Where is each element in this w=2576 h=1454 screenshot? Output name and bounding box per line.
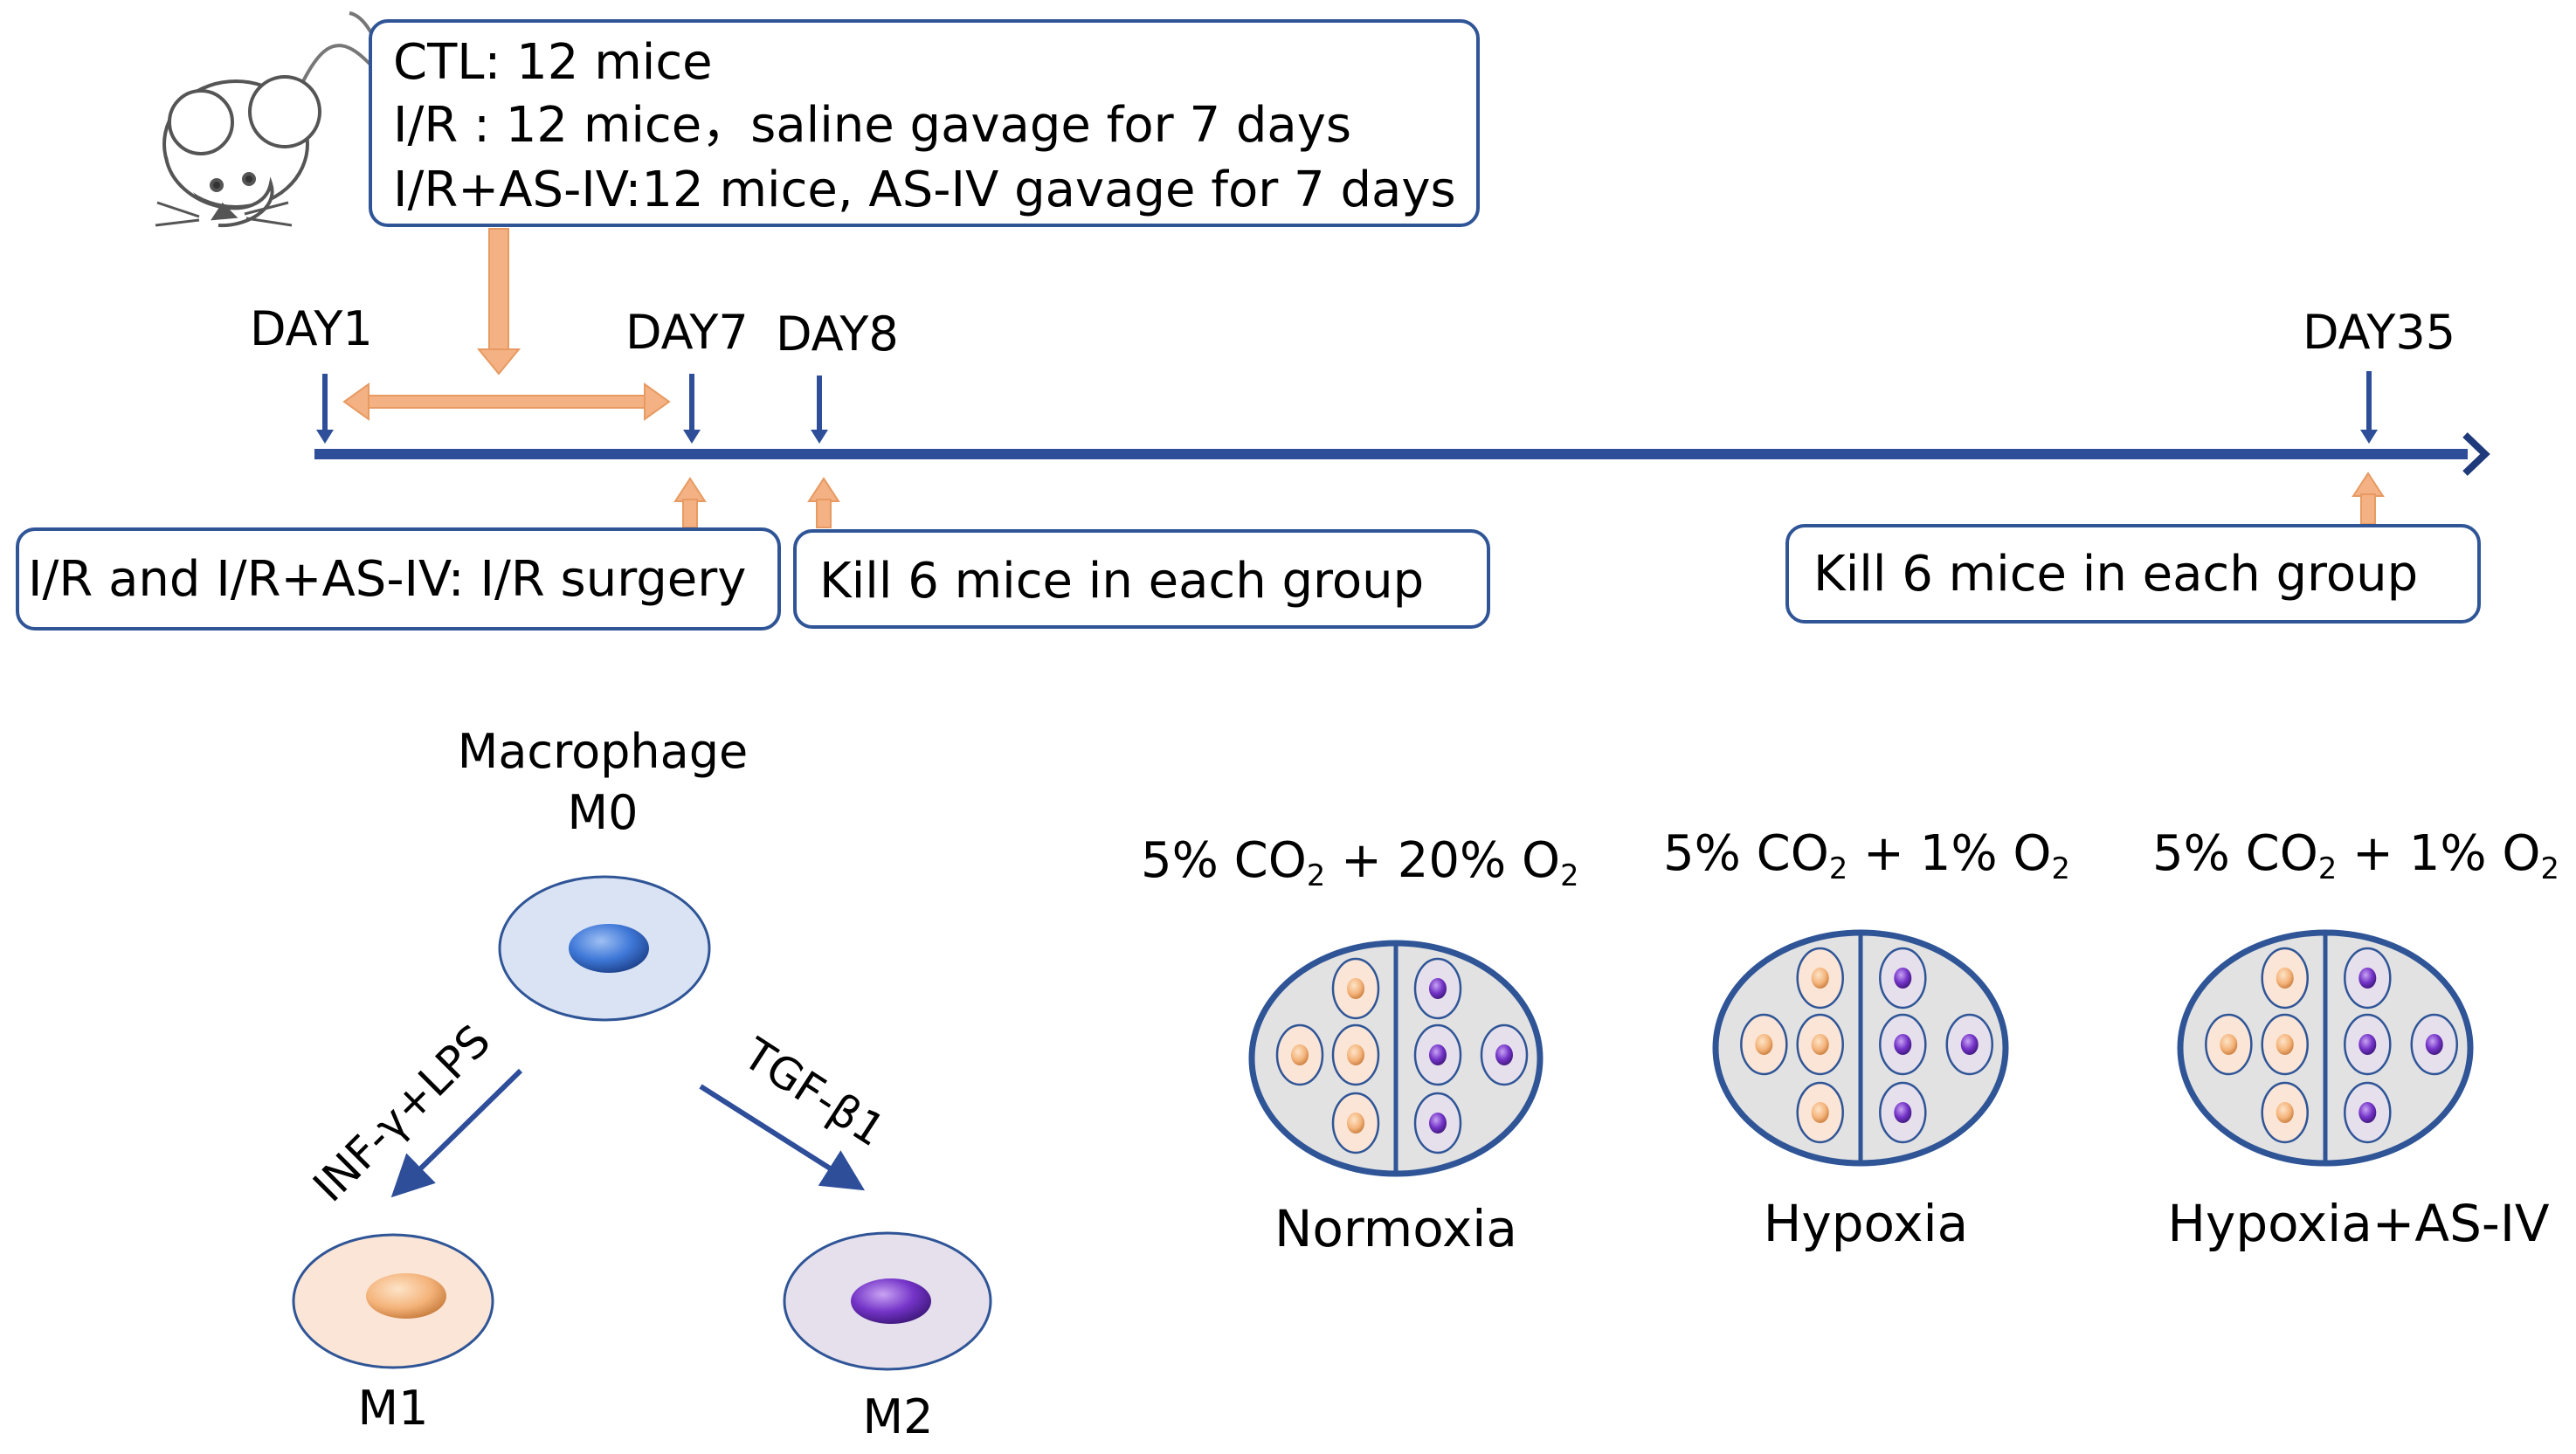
m1-label: M1 [357, 1381, 429, 1436]
group-protocol-box: CTL: 12 mice I/R : 12 mice，saline gavage… [369, 19, 1480, 227]
condition-normoxia-gas: 5% CO2 + 20% O2 [1141, 837, 1578, 891]
m2-differentiation-arrow [699, 1084, 866, 1191]
m1-cell-small [1796, 1081, 1844, 1144]
m1-cell-small [2261, 1081, 2309, 1144]
m1-cell-small [1796, 1013, 1844, 1076]
gas-co2-sub: 2 [2317, 851, 2338, 886]
gas-o2-text: + 1% O [2337, 825, 2541, 882]
macrophage-title: Macrophage [457, 724, 749, 779]
m1-cell-small [1796, 947, 1844, 1010]
m2-cell-small [1879, 947, 1927, 1010]
m2-cell [783, 1231, 992, 1371]
gas-co2-text: 5% CO [1141, 832, 1307, 889]
surgery-box: I/R and I/R+AS-IV: I/R surgery [16, 527, 781, 631]
protocol-down-arrow [476, 228, 521, 376]
m2-cell-small [1413, 1023, 1462, 1086]
gas-o2-text: + 20% O [1325, 832, 1561, 889]
m1-cell-small [1331, 1092, 1380, 1154]
kill-box-day35-text: Kill 6 mice in each group [1813, 546, 2419, 603]
kill-box-day8: Kill 6 mice in each group [793, 529, 1490, 629]
m1-cell-small [1331, 957, 1380, 1020]
surgery-up-arrow [673, 477, 707, 528]
day-label-7: DAY7 [625, 305, 749, 360]
surgery-box-text: I/R and I/R+AS-IV: I/R surgery [28, 551, 747, 608]
dish-hypoxia [1712, 929, 2009, 1167]
mouse-icon [155, 11, 382, 228]
day7-tick [683, 374, 701, 444]
dish-normoxia [1248, 940, 1544, 1177]
day35-tick [2360, 371, 2378, 444]
protocol-line-ctl: CTL: 12 mice [393, 34, 713, 91]
kill2-up-arrow [2352, 472, 2385, 525]
condition-normoxia-label: Normoxia [1274, 1199, 1517, 1258]
m2-cell-small [2344, 1013, 2392, 1076]
m1-differentiation-arrow [390, 1068, 523, 1198]
m1-cell-small [1275, 1023, 1324, 1086]
kill1-up-arrow [807, 477, 840, 528]
condition-hypoxia-asiv-gas: 5% CO2 + 1% O2 [2152, 830, 2559, 884]
m2-label: M2 [862, 1389, 934, 1444]
m0-label: M0 [567, 785, 639, 840]
gas-co2-text: 5% CO [2152, 825, 2318, 882]
m2-cell-small [1945, 1013, 1994, 1076]
gas-o2-sub: 2 [2540, 851, 2559, 886]
m2-cell-small [2344, 1081, 2392, 1144]
gas-o2-sub: 2 [2051, 851, 2070, 886]
m2-cell-small [1879, 1081, 1927, 1144]
gavage-period-arrow [342, 382, 671, 421]
m2-cell-small [1480, 1023, 1529, 1086]
condition-hypoxia-asiv-label: Hypoxia+AS-IV [2167, 1194, 2550, 1253]
kill-box-day35: Kill 6 mice in each group [1785, 524, 2481, 624]
day-label-1: DAY1 [250, 301, 373, 356]
m1-cell [292, 1233, 494, 1369]
condition-hypoxia-label: Hypoxia [1763, 1194, 1969, 1253]
day8-tick [811, 376, 828, 444]
gas-co2-sub: 2 [1306, 858, 1326, 893]
condition-hypoxia-gas: 5% CO2 + 1% O2 [1663, 830, 2070, 884]
day-label-35: DAY35 [2303, 305, 2456, 360]
m0-cell [498, 875, 711, 1022]
protocol-line-ir: I/R : 12 mice，saline gavage for 7 days [393, 97, 1352, 154]
m2-cell-small [1413, 1092, 1462, 1154]
day-label-8: DAY8 [776, 307, 899, 362]
m1-cell-small [1740, 1013, 1788, 1076]
gas-co2-text: 5% CO [1663, 825, 1829, 882]
m2-cell-small [1879, 1013, 1927, 1076]
m1-cell-small [2261, 1013, 2309, 1076]
protocol-line-ir-asiv: I/R+AS-IV:12 mice, AS-IV gavage for 7 da… [393, 162, 1456, 218]
timeline-axis [314, 432, 2490, 476]
m1-cell-small [2205, 1013, 2253, 1076]
kill-box-day8-text: Kill 6 mice in each group [819, 553, 1425, 610]
dish-hypoxia-asiv [2177, 929, 2474, 1167]
m1-cell-small [1331, 1023, 1380, 1086]
gas-co2-sub: 2 [1828, 851, 1848, 886]
m2-cell-small [2344, 947, 2392, 1010]
gas-o2-text: + 1% O [1847, 825, 2052, 882]
gas-o2-sub: 2 [1560, 858, 1579, 893]
m2-cell-small [2410, 1013, 2459, 1076]
m1-cell-small [2261, 947, 2309, 1010]
m2-cell-small [1413, 957, 1462, 1020]
day1-tick [316, 374, 334, 444]
